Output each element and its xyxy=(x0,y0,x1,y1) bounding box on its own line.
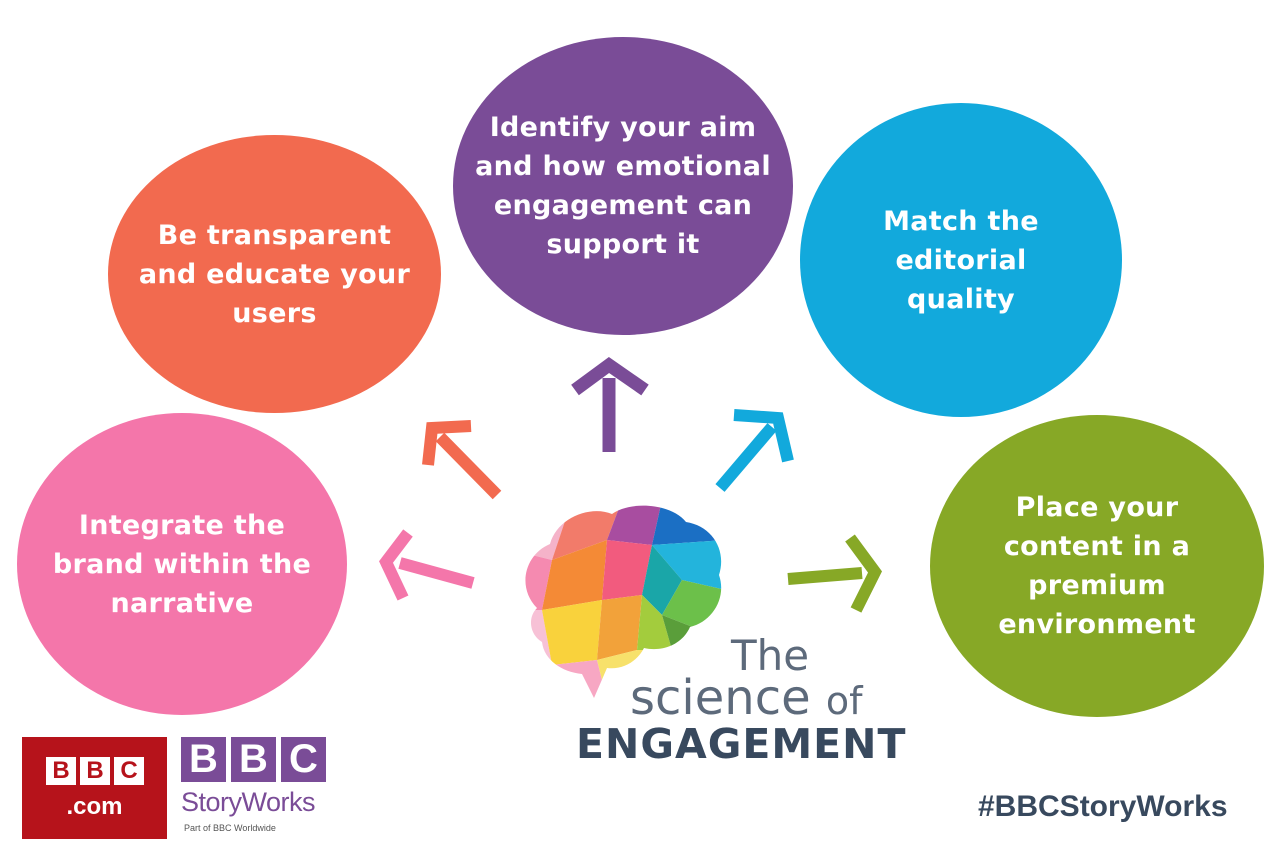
bbc-letter: C xyxy=(281,737,326,782)
arrow-up-right-icon xyxy=(715,409,794,492)
step-match-quality-text: Match the editorial quality xyxy=(883,205,1039,315)
bbc-letter: C xyxy=(114,757,144,785)
step-be-transparent-text: Be transparent and educate your users xyxy=(138,219,411,329)
step-be-transparent: Be transparent and educate your users xyxy=(108,135,441,413)
title-the: The xyxy=(731,631,810,680)
bbc-com-logo: B B C .com xyxy=(22,737,167,839)
step-integrate-brand: Integrate the brand within the narrative xyxy=(17,413,347,715)
hashtag: #BBCStoryWorks xyxy=(978,790,1228,823)
title-of-word: of xyxy=(825,679,863,723)
storyworks-subtext: Part of BBC Worldwide xyxy=(184,823,276,833)
bbc-letter: B xyxy=(181,737,226,782)
bbc-letter: B xyxy=(46,757,76,785)
arrow-left-icon xyxy=(379,529,475,601)
step-match-quality: Match the editorial quality xyxy=(800,103,1122,417)
bbc-storyworks-logo: B B C StoryWorks Part of BBC Worldwide xyxy=(181,737,331,839)
storyworks-text: StoryWorks xyxy=(181,787,316,817)
arrow-up-left-icon xyxy=(422,420,502,500)
bbc-com-letters: B B C xyxy=(46,757,144,785)
arrow-up-icon xyxy=(571,357,649,452)
bbc-letter: B xyxy=(231,737,276,782)
storyworks-letters: B B C xyxy=(181,737,326,782)
title-science: science of xyxy=(630,670,863,726)
step-place-content: Place your content in a premium environm… xyxy=(930,415,1264,717)
bbc-letter: B xyxy=(80,757,110,785)
arrow-right-icon xyxy=(787,534,883,613)
title-science-word: science xyxy=(630,670,811,726)
title-engagement: ENGAGEMENT xyxy=(576,720,907,768)
bbc-com-text: .com xyxy=(66,793,123,820)
step-place-content-text: Place your content in a premium environm… xyxy=(998,492,1196,640)
step-identify-aim: Identify your aim and how emotional enga… xyxy=(453,37,793,335)
step-identify-aim-text: Identify your aim and how emotional enga… xyxy=(475,112,771,260)
brain-icon xyxy=(525,505,722,699)
step-integrate-brand-text: Integrate the brand within the narrative xyxy=(52,509,312,619)
